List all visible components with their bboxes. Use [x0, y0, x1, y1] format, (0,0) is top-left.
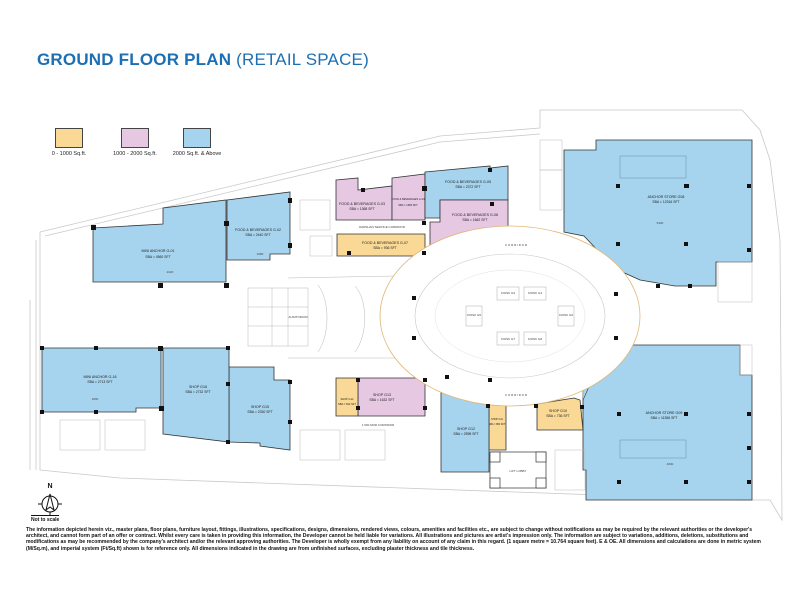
legend-swatch-small	[55, 128, 83, 148]
building-outline	[29, 109, 783, 522]
unit-label: SHOP G12	[457, 427, 475, 431]
unit-label: ANCHOR STORE G08	[648, 195, 685, 199]
unit-area: SBA = 2732 SFT	[185, 390, 210, 394]
unit-shop-g14[interactable]	[335, 377, 359, 417]
unit-area: SBA = 2713 SFT	[87, 380, 112, 384]
page-title: GROUND FLOOR PLAN (RETAIL SPACE)	[37, 50, 369, 70]
anchor-g08-inner-detail	[619, 155, 687, 179]
unit-anchor-store-g08[interactable]	[563, 139, 753, 287]
auditorium-label: AUDITORIUM	[289, 315, 308, 319]
unit-label: FOOD & BEVERAGES G-05	[445, 180, 491, 184]
kiosk-label: KIOSK G3	[501, 291, 515, 295]
legend-item-small: 0 - 1000 Sq.ft.	[34, 128, 104, 157]
unit-area: SBA = 736 SFT	[546, 414, 569, 418]
unit-shop-g13[interactable]	[357, 377, 426, 417]
unit-area: SBA = 1662 SFT	[462, 218, 487, 222]
unit-area: SBA = 2372 SFT	[455, 185, 480, 189]
columns	[40, 168, 751, 484]
unit-shop-g15[interactable]	[228, 366, 291, 451]
dimension-label: 1800	[92, 397, 99, 401]
kiosk-label: KIOSK G4	[528, 291, 542, 295]
service-rooms	[59, 139, 753, 491]
kiosks	[465, 286, 575, 346]
north-label: N	[47, 483, 52, 490]
service-corridor-label: DARSHAN SERVICE CORRIDOR	[359, 225, 406, 229]
unit-area: SBA = 12316 SFT	[652, 200, 679, 204]
unit-label: SHOP G10	[549, 409, 567, 413]
lift-lobby	[489, 451, 547, 489]
auditorium	[247, 275, 401, 359]
title-main: GROUND FLOOR PLAN	[37, 50, 232, 69]
lift-lobby-label: LIFT LOBBY	[510, 469, 527, 473]
anchor-g09-inner-detail	[619, 439, 687, 459]
unit-area: SBA = 4560 SFT	[145, 255, 170, 259]
legend-item-large: 2000 Sq.ft. & Above	[162, 128, 232, 157]
unit-label: ANCHOR STORE G09	[646, 411, 683, 415]
service-corridor-label: 1 500 MOR CORRIDOR	[362, 423, 395, 427]
unit-area: SBA = 2440 SFT	[245, 233, 270, 237]
unit-area: SBA = 602 SFT	[338, 402, 356, 406]
dimension-label: 5400	[657, 221, 664, 225]
unit-label: SHOP G13	[373, 393, 391, 397]
unit-label: SHOP G14	[341, 397, 354, 401]
dimension-label: 4000	[667, 462, 674, 466]
unit-shop-g16[interactable]	[162, 347, 230, 443]
unit-area: SBA = 2330 SFT	[247, 410, 272, 414]
unit-anchor-store-g09[interactable]	[582, 344, 753, 501]
title-sub: (RETAIL SPACE)	[236, 50, 369, 69]
unit-shop-g10[interactable]	[536, 397, 584, 431]
kiosk-label: KIOSK G7	[501, 337, 515, 341]
kiosk-label: KIOSK G6	[559, 313, 573, 317]
legend-item-medium: 1000 - 2000 Sq.ft.	[100, 128, 170, 157]
scale-note: Not to scale	[31, 515, 60, 523]
legend-swatch-large	[183, 128, 211, 148]
unit-shop-g11[interactable]	[488, 403, 507, 451]
unit-label: MINI ANCHOR G-01	[142, 249, 175, 253]
kiosk-label: KIOSK G8	[528, 337, 542, 341]
unit-fnb-g02[interactable]	[226, 191, 291, 261]
kiosk-label: KIOSK G5	[467, 313, 481, 317]
corridor-label: C O R R I D O R	[505, 243, 528, 247]
north-compass-icon: N	[38, 483, 62, 516]
unit-label: FOOD & BEVERAGES G-02	[235, 228, 281, 232]
legend-swatch-medium	[121, 128, 149, 148]
disclaimer-text: The information depicted herein viz., ma…	[26, 527, 761, 552]
unit-label: SHOP G16	[189, 385, 207, 389]
unit-area: SBA = 1365 SFT	[398, 203, 418, 207]
unit-area: SBA = 880 SFT	[489, 423, 506, 426]
unit-mini-anchor-g01[interactable]	[92, 199, 227, 283]
unit-label: SHOP G15	[251, 405, 269, 409]
unit-label: FOOD & BEVERAGES G-07	[362, 241, 408, 245]
unit-label: FOOD & BEVERAGES G-06	[452, 213, 498, 217]
legend-label-large: 2000 Sq.ft. & Above	[172, 151, 222, 157]
unit-label: FOOD & BEVERAGES G-04	[391, 197, 425, 201]
unit-area: SBA = 2598 SFT	[453, 432, 478, 436]
unit-area: SBA = 1368 SFT	[349, 207, 374, 211]
unit-fnb-g04[interactable]	[391, 173, 426, 221]
legend-label-medium: 1000 - 2000 Sq.ft.	[113, 151, 157, 157]
legend-label-small: 0 - 1000 Sq.ft.	[51, 151, 87, 157]
unit-area: SBA = 11356 SFT	[651, 416, 678, 420]
unit-label: FOOD & BEVERAGES G-03	[339, 202, 385, 206]
dimension-label: 2220	[167, 270, 174, 274]
unit-fnb-g03[interactable]	[335, 177, 393, 221]
corridor-label: C O R R I D O R	[505, 393, 528, 397]
dimension-label: 1080	[257, 252, 264, 256]
unit-label: MINI ANCHOR G-18	[84, 375, 117, 379]
unit-label: SHOP G11	[491, 418, 503, 421]
atrium	[379, 225, 641, 407]
unit-area: SBA = 936 SFT	[373, 246, 396, 250]
unit-area: SBA = 1632 SFT	[369, 398, 394, 402]
